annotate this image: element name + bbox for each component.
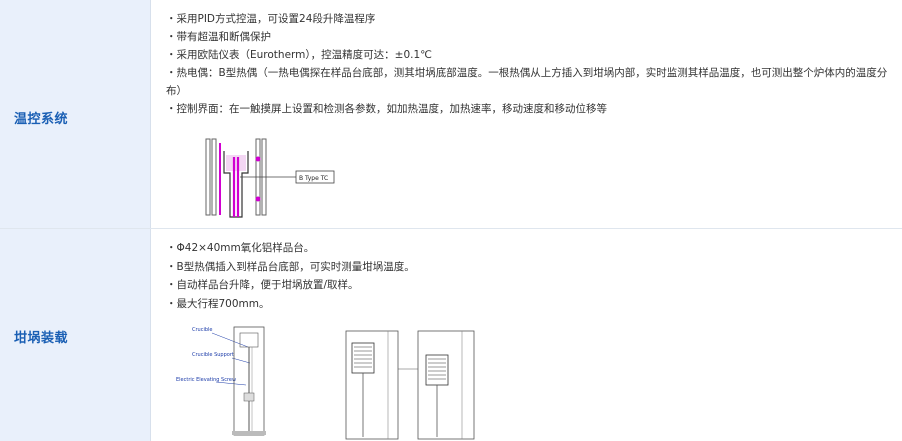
label-cell: 坩埚装载 xyxy=(0,229,151,441)
label-cell: 温控系统 xyxy=(0,0,151,228)
feature-list: ・Φ42×40mm氧化铝样品台。 ・B型热偶插入到样品台底部，可实时测量坩埚温度… xyxy=(166,239,896,313)
content-cell: ・Φ42×40mm氧化铝样品台。 ・B型热偶插入到样品台底部，可实时测量坩埚温度… xyxy=(152,229,902,441)
feature-item: ・最大行程700mm。 xyxy=(166,297,270,310)
crucible-loading-diagram-2 xyxy=(345,330,475,440)
heater-dot xyxy=(255,196,261,202)
pointer-line xyxy=(231,357,251,364)
row-label: 温控系统 xyxy=(14,112,69,127)
heater-dot xyxy=(255,156,261,162)
feature-item: ・采用欧陆仪表（Eurotherm），控温精度可达：±0.1℃ xyxy=(166,49,432,61)
frame-right xyxy=(417,330,475,440)
row-divider xyxy=(0,228,902,229)
content-cell: ・采用PID方式控温，可设置24段升降温程序 ・带有超温和断偶保护 ・采用欧陆仪… xyxy=(152,0,902,228)
thermocouple-diagram: B Type TC xyxy=(205,138,335,218)
feature-item: ・采用PID方式控温，可设置24段升降温程序 xyxy=(166,13,376,25)
furnace-left xyxy=(351,342,375,374)
crucible-loading-row: 坩埚装载 ・Φ42×40mm氧化铝样品台。 ・B型热偶插入到样品台底部，可实时测… xyxy=(0,229,902,441)
feature-item: ・Φ42×40mm氧化铝样品台。 xyxy=(166,242,315,254)
pointer-line xyxy=(211,332,249,348)
heater-coil-left xyxy=(354,346,372,368)
furnace-wall-left xyxy=(205,138,211,216)
feature-list: ・采用PID方式控温，可设置24段升降温程序 ・带有超温和断偶保护 ・采用欧陆仪… xyxy=(166,10,896,118)
feature-item: ・自动样品台升降，便于坩埚放置/取样。 xyxy=(166,279,359,291)
tc-label: B Type TC xyxy=(299,175,328,182)
crucible-shape xyxy=(223,151,249,218)
base-plate xyxy=(232,431,266,435)
pointer-line xyxy=(215,381,247,386)
feature-item: ・B型热偶插入到样品台底部，可实时测量坩埚温度。 xyxy=(166,260,415,273)
feature-item: ・控制界面：在一触摸屏上设置和检测各参数，如加热温度，加热速率，移动速度和移动位… xyxy=(166,103,607,115)
elevator-block xyxy=(243,392,255,402)
crucible-sample xyxy=(226,155,246,171)
thermocouple-wire xyxy=(232,157,240,217)
feature-item: ・带有超温和断偶保护 xyxy=(166,31,271,43)
diagram-label-crucible: Crucible xyxy=(192,327,213,333)
diagram-label-screw: Electric Elevating Screw xyxy=(176,377,236,383)
diagram-label-support: Crucible Support xyxy=(192,352,234,358)
furnace-right xyxy=(425,354,449,386)
crucible-loading-diagram-1: Crucible Crucible Support Electric Eleva… xyxy=(176,326,266,436)
heater-coil-right xyxy=(428,358,446,380)
tc-label-box xyxy=(295,170,335,184)
frame-left xyxy=(345,330,399,440)
feature-item: ・热电偶：B型热偶（一热电偶探在样品台底部，测其坩埚底部温度。一根热偶从上方插入… xyxy=(166,67,888,97)
row-label: 坩埚装载 xyxy=(14,331,69,346)
furnace-wall-left-inner xyxy=(211,138,217,216)
temperature-control-row: 温控系统 ・采用PID方式控温，可设置24段升降温程序 ・带有超温和断偶保护 ・… xyxy=(0,0,902,228)
